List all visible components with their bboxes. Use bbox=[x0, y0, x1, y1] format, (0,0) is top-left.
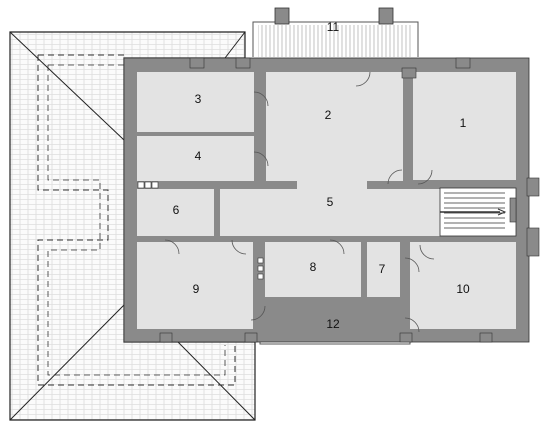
room-floor-3 bbox=[137, 72, 254, 132]
room-floor-7 bbox=[367, 242, 400, 297]
room-label-7: 7 bbox=[379, 262, 386, 276]
room-floor-9 bbox=[137, 242, 253, 329]
room-label-2: 2 bbox=[325, 108, 332, 122]
room-label-9: 9 bbox=[193, 282, 200, 296]
room-label-6: 6 bbox=[173, 203, 180, 217]
room-floor-5 bbox=[220, 189, 440, 236]
corridor-floor bbox=[297, 172, 367, 192]
room-labels: 1 2 3 4 5 6 7 8 9 10 11 12 bbox=[173, 20, 470, 331]
staircase bbox=[439, 187, 517, 237]
room-floor-6 bbox=[137, 189, 214, 236]
fixtures bbox=[137, 181, 264, 280]
room-floor-2 bbox=[266, 72, 403, 181]
room-label-4: 4 bbox=[195, 149, 202, 163]
door-swings bbox=[164, 71, 435, 333]
room-label-5: 5 bbox=[327, 195, 334, 209]
room-floor-8 bbox=[265, 242, 361, 297]
room-floor-4 bbox=[137, 136, 254, 181]
roof-ridges bbox=[9, 31, 256, 421]
room-label-11: 11 bbox=[327, 20, 340, 34]
room-floor-1 bbox=[413, 72, 516, 180]
room-label-8: 8 bbox=[310, 260, 317, 274]
wall-piers bbox=[159, 57, 540, 343]
building bbox=[123, 57, 530, 343]
room-label-12: 12 bbox=[326, 317, 340, 331]
room-label-3: 3 bbox=[195, 92, 202, 106]
roof-gutter-outline bbox=[37, 54, 236, 386]
room-label-1: 1 bbox=[460, 116, 467, 130]
roof-gutter-inner bbox=[47, 64, 226, 376]
room-label-10: 10 bbox=[456, 282, 470, 296]
room-floor-10 bbox=[410, 242, 516, 329]
balcony-11 bbox=[252, 7, 419, 57]
